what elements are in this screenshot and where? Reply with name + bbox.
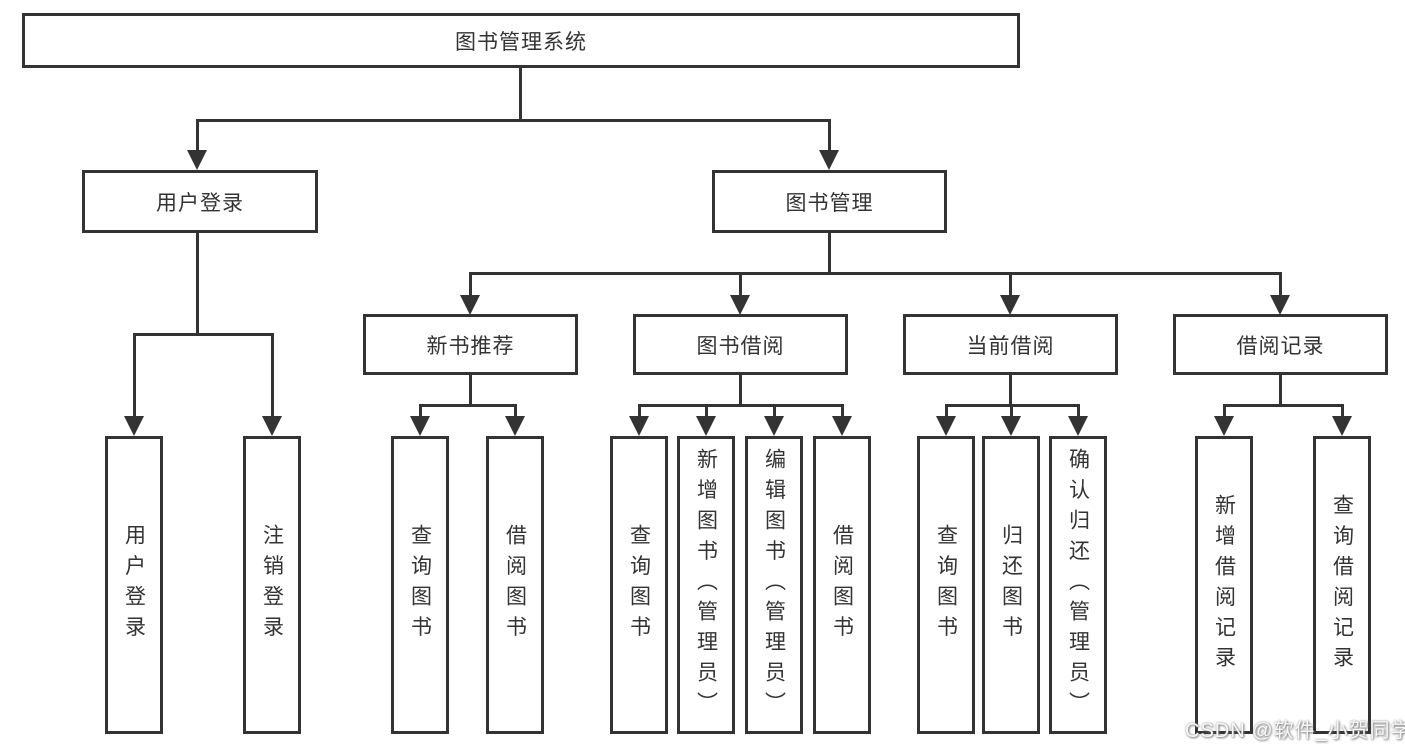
leaf-borrow-borrow: 借阅图书 bbox=[813, 436, 871, 734]
connector-line bbox=[1223, 404, 1226, 420]
node-new-book-recommend: 新书推荐 bbox=[363, 314, 578, 375]
connector-line bbox=[133, 333, 274, 336]
arrowhead-down-icon bbox=[505, 416, 525, 436]
arrowhead-down-icon bbox=[936, 416, 956, 436]
arrowhead-down-icon bbox=[1001, 416, 1021, 436]
connector-line bbox=[196, 231, 199, 335]
arrowhead-down-icon bbox=[696, 416, 716, 436]
connector-line bbox=[1077, 404, 1080, 420]
leaf-record-add: 新增借阅记录 bbox=[1195, 436, 1253, 734]
arrowhead-down-icon bbox=[410, 416, 430, 436]
node-current-borrow: 当前借阅 bbox=[903, 314, 1118, 375]
arrowhead-down-icon bbox=[124, 416, 144, 436]
connector-line bbox=[828, 119, 831, 153]
leaf-newbook-borrow: 借阅图书 bbox=[486, 436, 544, 734]
node-book-management: 图书管理 bbox=[712, 170, 947, 233]
arrowhead-down-icon bbox=[764, 416, 784, 436]
arrowhead-down-icon bbox=[832, 416, 852, 436]
arrowhead-down-icon bbox=[460, 295, 480, 315]
arrowhead-down-icon bbox=[262, 416, 282, 436]
node-user-login: 用户登录 bbox=[82, 170, 318, 233]
connector-line bbox=[1010, 404, 1013, 420]
connector-line bbox=[1009, 272, 1012, 299]
leaf-user-login: 用户登录 bbox=[105, 436, 163, 734]
connector-line bbox=[1341, 404, 1344, 420]
leaf-record-query: 查询借阅记录 bbox=[1313, 436, 1371, 734]
connector-line bbox=[196, 119, 830, 122]
connector-line bbox=[1009, 373, 1012, 406]
connector-line bbox=[841, 404, 844, 420]
node-book-borrow: 图书借阅 bbox=[633, 314, 848, 375]
arrowhead-down-icon bbox=[1068, 416, 1088, 436]
node-root: 图书管理系统 bbox=[22, 13, 1020, 68]
connector-line bbox=[705, 404, 708, 420]
connector-line bbox=[133, 333, 136, 418]
arrowhead-down-icon bbox=[187, 150, 207, 170]
arrowhead-down-icon bbox=[1000, 295, 1020, 315]
connector-line bbox=[945, 404, 948, 420]
connector-line bbox=[469, 373, 472, 406]
connector-line bbox=[1279, 373, 1282, 406]
connector-line bbox=[1279, 272, 1282, 299]
connector-line bbox=[196, 119, 199, 153]
connector-line bbox=[828, 231, 831, 274]
node-borrow-record: 借阅记录 bbox=[1173, 314, 1388, 375]
connector-line bbox=[469, 272, 1282, 275]
connector-line bbox=[469, 272, 472, 299]
arrowhead-down-icon bbox=[1332, 416, 1352, 436]
arrowhead-down-icon bbox=[629, 416, 649, 436]
connector-line bbox=[419, 404, 422, 420]
connector-line bbox=[514, 404, 517, 420]
connector-line bbox=[519, 66, 522, 121]
arrowhead-down-icon bbox=[819, 150, 839, 170]
leaf-newbook-query: 查询图书 bbox=[391, 436, 449, 734]
leaf-logout: 注销登录 bbox=[243, 436, 301, 734]
connector-line bbox=[638, 404, 844, 407]
connector-line bbox=[773, 404, 776, 420]
leaf-current-return: 归还图书 bbox=[982, 436, 1040, 734]
leaf-borrow-query: 查询图书 bbox=[610, 436, 668, 734]
connector-line bbox=[739, 272, 742, 299]
leaf-current-query: 查询图书 bbox=[917, 436, 975, 734]
leaf-current-confirm-admin: 确认归还（管理员） bbox=[1049, 436, 1107, 734]
leaf-borrow-edit-admin: 编辑图书（管理员） bbox=[745, 436, 803, 734]
arrowhead-down-icon bbox=[730, 295, 750, 315]
leaf-borrow-add-admin: 新增图书（管理员） bbox=[677, 436, 735, 734]
arrowhead-down-icon bbox=[1270, 295, 1290, 315]
connector-line bbox=[739, 373, 742, 406]
connector-line bbox=[1223, 404, 1344, 407]
connector-line bbox=[271, 333, 274, 418]
connector-line bbox=[638, 404, 641, 420]
arrowhead-down-icon bbox=[1214, 416, 1234, 436]
watermark: CSDN @软件_小贺同学 bbox=[1185, 720, 1405, 742]
connector-line bbox=[419, 404, 517, 407]
